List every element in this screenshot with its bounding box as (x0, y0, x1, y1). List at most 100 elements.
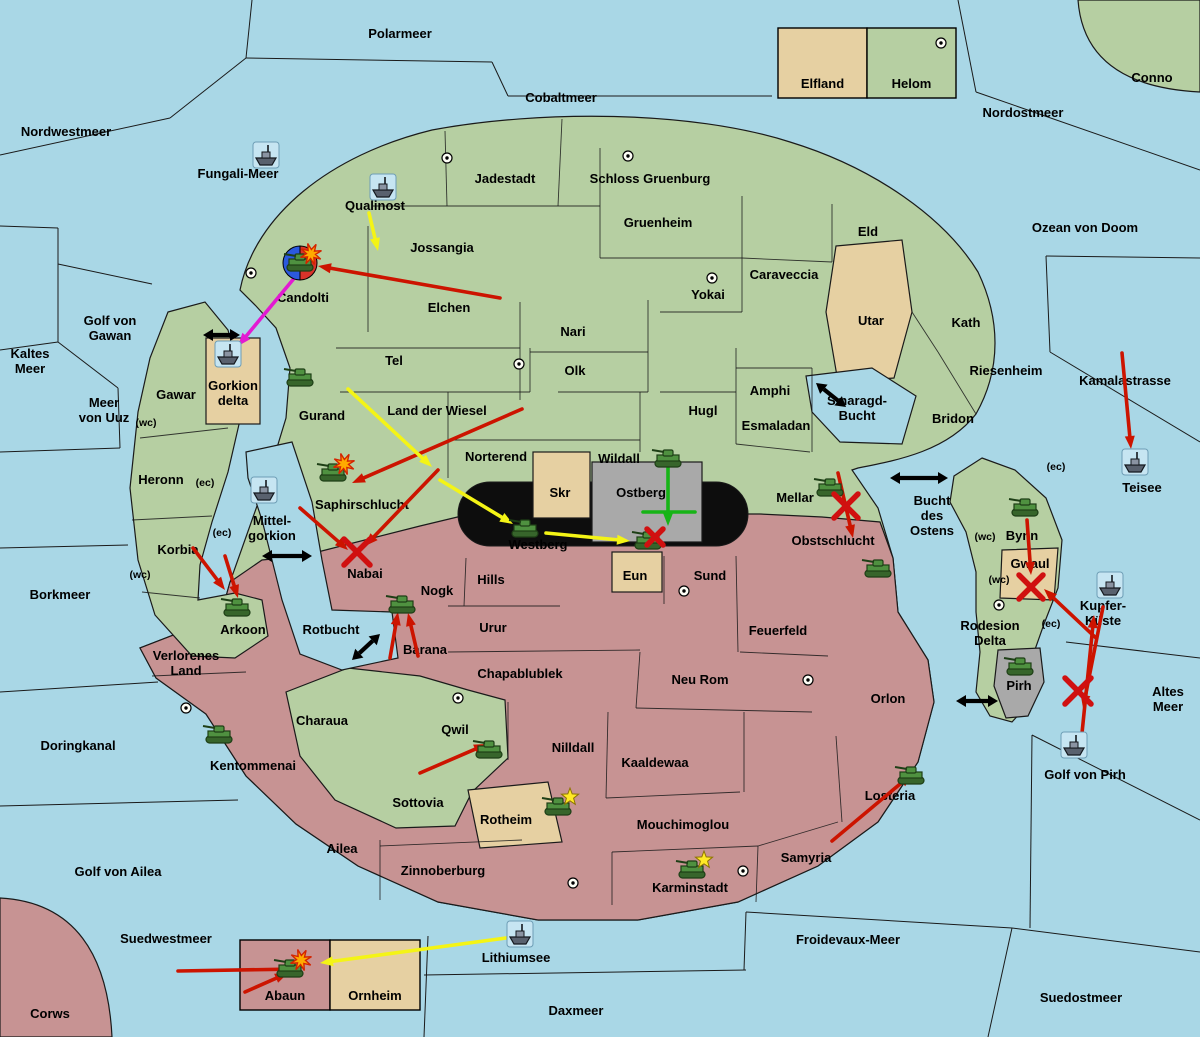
region-label-samyria[interactable]: Samyria (781, 850, 832, 865)
tank-unit-westberg[interactable] (508, 519, 539, 538)
region-label-riesenheim[interactable]: Riesenheim (970, 363, 1043, 378)
tank-unit-kentommenai[interactable] (202, 725, 233, 744)
region-label-pirh[interactable]: Pirh (1006, 678, 1031, 693)
tank-unit-bynn[interactable] (1008, 498, 1039, 517)
ship-unit-fungali-meer[interactable] (252, 141, 280, 169)
sea-label-golf-von-pirh[interactable]: Golf von Pirh (1044, 767, 1126, 782)
ship-unit-gorkion-delta[interactable] (214, 340, 242, 368)
region-label-bridon[interactable]: Bridon (932, 411, 974, 426)
sea-label-rotbucht[interactable]: Rotbucht (302, 622, 360, 637)
region-label-feuerfeld[interactable]: Feuerfeld (749, 623, 808, 638)
tank-unit-rotheim[interactable] (541, 786, 580, 816)
region-label-amphi[interactable]: Amphi (750, 383, 790, 398)
territory-utar[interactable] (825, 239, 913, 383)
tank-unit-losteria[interactable] (894, 766, 925, 785)
region-label-karminstadt[interactable]: Karminstadt (652, 880, 729, 895)
region-label-charaua[interactable]: Charaua (296, 713, 349, 728)
region-label-korbia[interactable]: Korbia (157, 542, 199, 557)
region-label-nilldall[interactable]: Nilldall (552, 740, 595, 755)
territory-skr[interactable] (532, 451, 591, 519)
tank-unit-saphirschlucht[interactable] (316, 453, 355, 482)
sea-label-fungali-meer[interactable]: Fungali-Meer (198, 166, 279, 181)
region-label-nogk[interactable]: Nogk (421, 583, 454, 598)
ship-unit-lithiumsee[interactable] (506, 920, 534, 948)
region-label-sund[interactable]: Sund (694, 568, 727, 583)
region-label-candolti[interactable]: Candolti (277, 290, 329, 305)
region-label-qwil[interactable]: Qwil (441, 722, 468, 737)
region-label-westberg[interactable]: Westberg (509, 537, 568, 552)
sea-label-nordostmeer[interactable]: Nordostmeer (983, 105, 1064, 120)
region-label-caraveccia[interactable]: Caraveccia (750, 267, 819, 282)
region-label-qualinost[interactable]: Qualinost (345, 198, 406, 213)
tank-unit-obstschlucht-south[interactable] (861, 559, 892, 578)
region-label-nabai[interactable]: Nabai (347, 566, 382, 581)
sea-label-nordwestmeer[interactable]: Nordwestmeer (21, 124, 111, 139)
region-label-urur[interactable]: Urur (479, 620, 506, 635)
region-label-neu-rom[interactable]: Neu Rom (671, 672, 728, 687)
sea-label-mittelgorkion[interactable]: Mittel-gorkion (248, 513, 296, 543)
territory-eun[interactable] (611, 551, 663, 593)
region-label-saphirschlucht[interactable]: Saphirschlucht (315, 497, 410, 512)
tank-unit-barana[interactable] (385, 595, 416, 614)
sea-label-doringkanal[interactable]: Doringkanal (40, 738, 115, 753)
tank-unit-ostberg[interactable] (651, 449, 682, 468)
region-label-jossangia[interactable]: Jossangia (410, 240, 474, 255)
region-label-olk[interactable]: Olk (565, 363, 587, 378)
region-label-esmaladan[interactable]: Esmaladan (742, 418, 811, 433)
ship-unit-qualinost[interactable] (369, 173, 397, 201)
region-label-arkoon[interactable]: Arkoon (220, 622, 266, 637)
territory-rotheim[interactable] (467, 781, 563, 849)
region-label-kaaldewaa[interactable]: Kaaldewaa (621, 755, 689, 770)
tank-unit-candolti[interactable] (282, 243, 322, 281)
region-label-gawar[interactable]: Gawar (156, 387, 196, 402)
region-label-mellar[interactable]: Mellar (776, 490, 814, 505)
region-label-gruenheim[interactable]: Gruenheim (624, 215, 693, 230)
region-label-skr[interactable]: Skr (550, 485, 571, 500)
tank-unit-abaun[interactable] (273, 949, 312, 978)
region-label-ostberg[interactable]: Ostberg (616, 485, 666, 500)
sea-label-golf-von-ailea[interactable]: Golf von Ailea (75, 864, 163, 879)
sea-label-cobaltmeer[interactable]: Cobaltmeer (525, 90, 597, 105)
sea-label-daxmeer[interactable]: Daxmeer (549, 1003, 604, 1018)
region-label-elchen[interactable]: Elchen (428, 300, 471, 315)
tank-unit-karminstadt[interactable] (675, 849, 714, 879)
region-label-jadestadt[interactable]: Jadestadt (475, 171, 536, 186)
sea-label-froidevaux-meer[interactable]: Froidevaux-Meer (796, 932, 900, 947)
ship-unit-golf-von-pirh[interactable] (1060, 731, 1088, 759)
region-label-hills[interactable]: Hills (477, 572, 504, 587)
region-label-heronn[interactable]: Heronn (138, 472, 184, 487)
region-label-corws[interactable]: Corws (30, 1006, 70, 1021)
ship-unit-mittelgorkion[interactable] (250, 476, 278, 504)
region-label-mouchimoglou[interactable]: Mouchimoglou (637, 817, 729, 832)
region-label-norterend[interactable]: Norterend (465, 449, 527, 464)
sea-label-teisee[interactable]: Teisee (1122, 480, 1162, 495)
region-label-hugl[interactable]: Hugl (689, 403, 718, 418)
tank-unit-pirh[interactable] (1003, 657, 1034, 676)
region-label-orlon[interactable]: Orlon (871, 691, 906, 706)
ship-unit-teisee[interactable] (1121, 448, 1149, 476)
region-label-tel[interactable]: Tel (385, 353, 403, 368)
region-label-losteria[interactable]: Losteria (865, 788, 916, 803)
territory-zone-charaua[interactable] (285, 667, 509, 829)
region-label-wildall[interactable]: Wildall (598, 451, 640, 466)
tank-unit-qwil[interactable] (472, 740, 503, 759)
region-label-bynn[interactable]: Bynn (1006, 528, 1039, 543)
region-label-eld[interactable]: Eld (858, 224, 878, 239)
region-label-schloss-gruenburg[interactable]: Schloss Gruenburg (590, 171, 711, 186)
region-label-kath[interactable]: Kath (952, 315, 981, 330)
region-label-nari[interactable]: Nari (560, 324, 585, 339)
tank-unit-arkoon[interactable] (220, 598, 251, 617)
region-label-gurand[interactable]: Gurand (299, 408, 345, 423)
region-label-kentommenai[interactable]: Kentommenai (210, 758, 296, 773)
sea-label-polarmeer[interactable]: Polarmeer (368, 26, 432, 41)
region-label-ailea[interactable]: Ailea (326, 841, 358, 856)
sea-label-borkmeer[interactable]: Borkmeer (30, 587, 91, 602)
sea-label-ozean-von-doom[interactable]: Ozean von Doom (1032, 220, 1138, 235)
